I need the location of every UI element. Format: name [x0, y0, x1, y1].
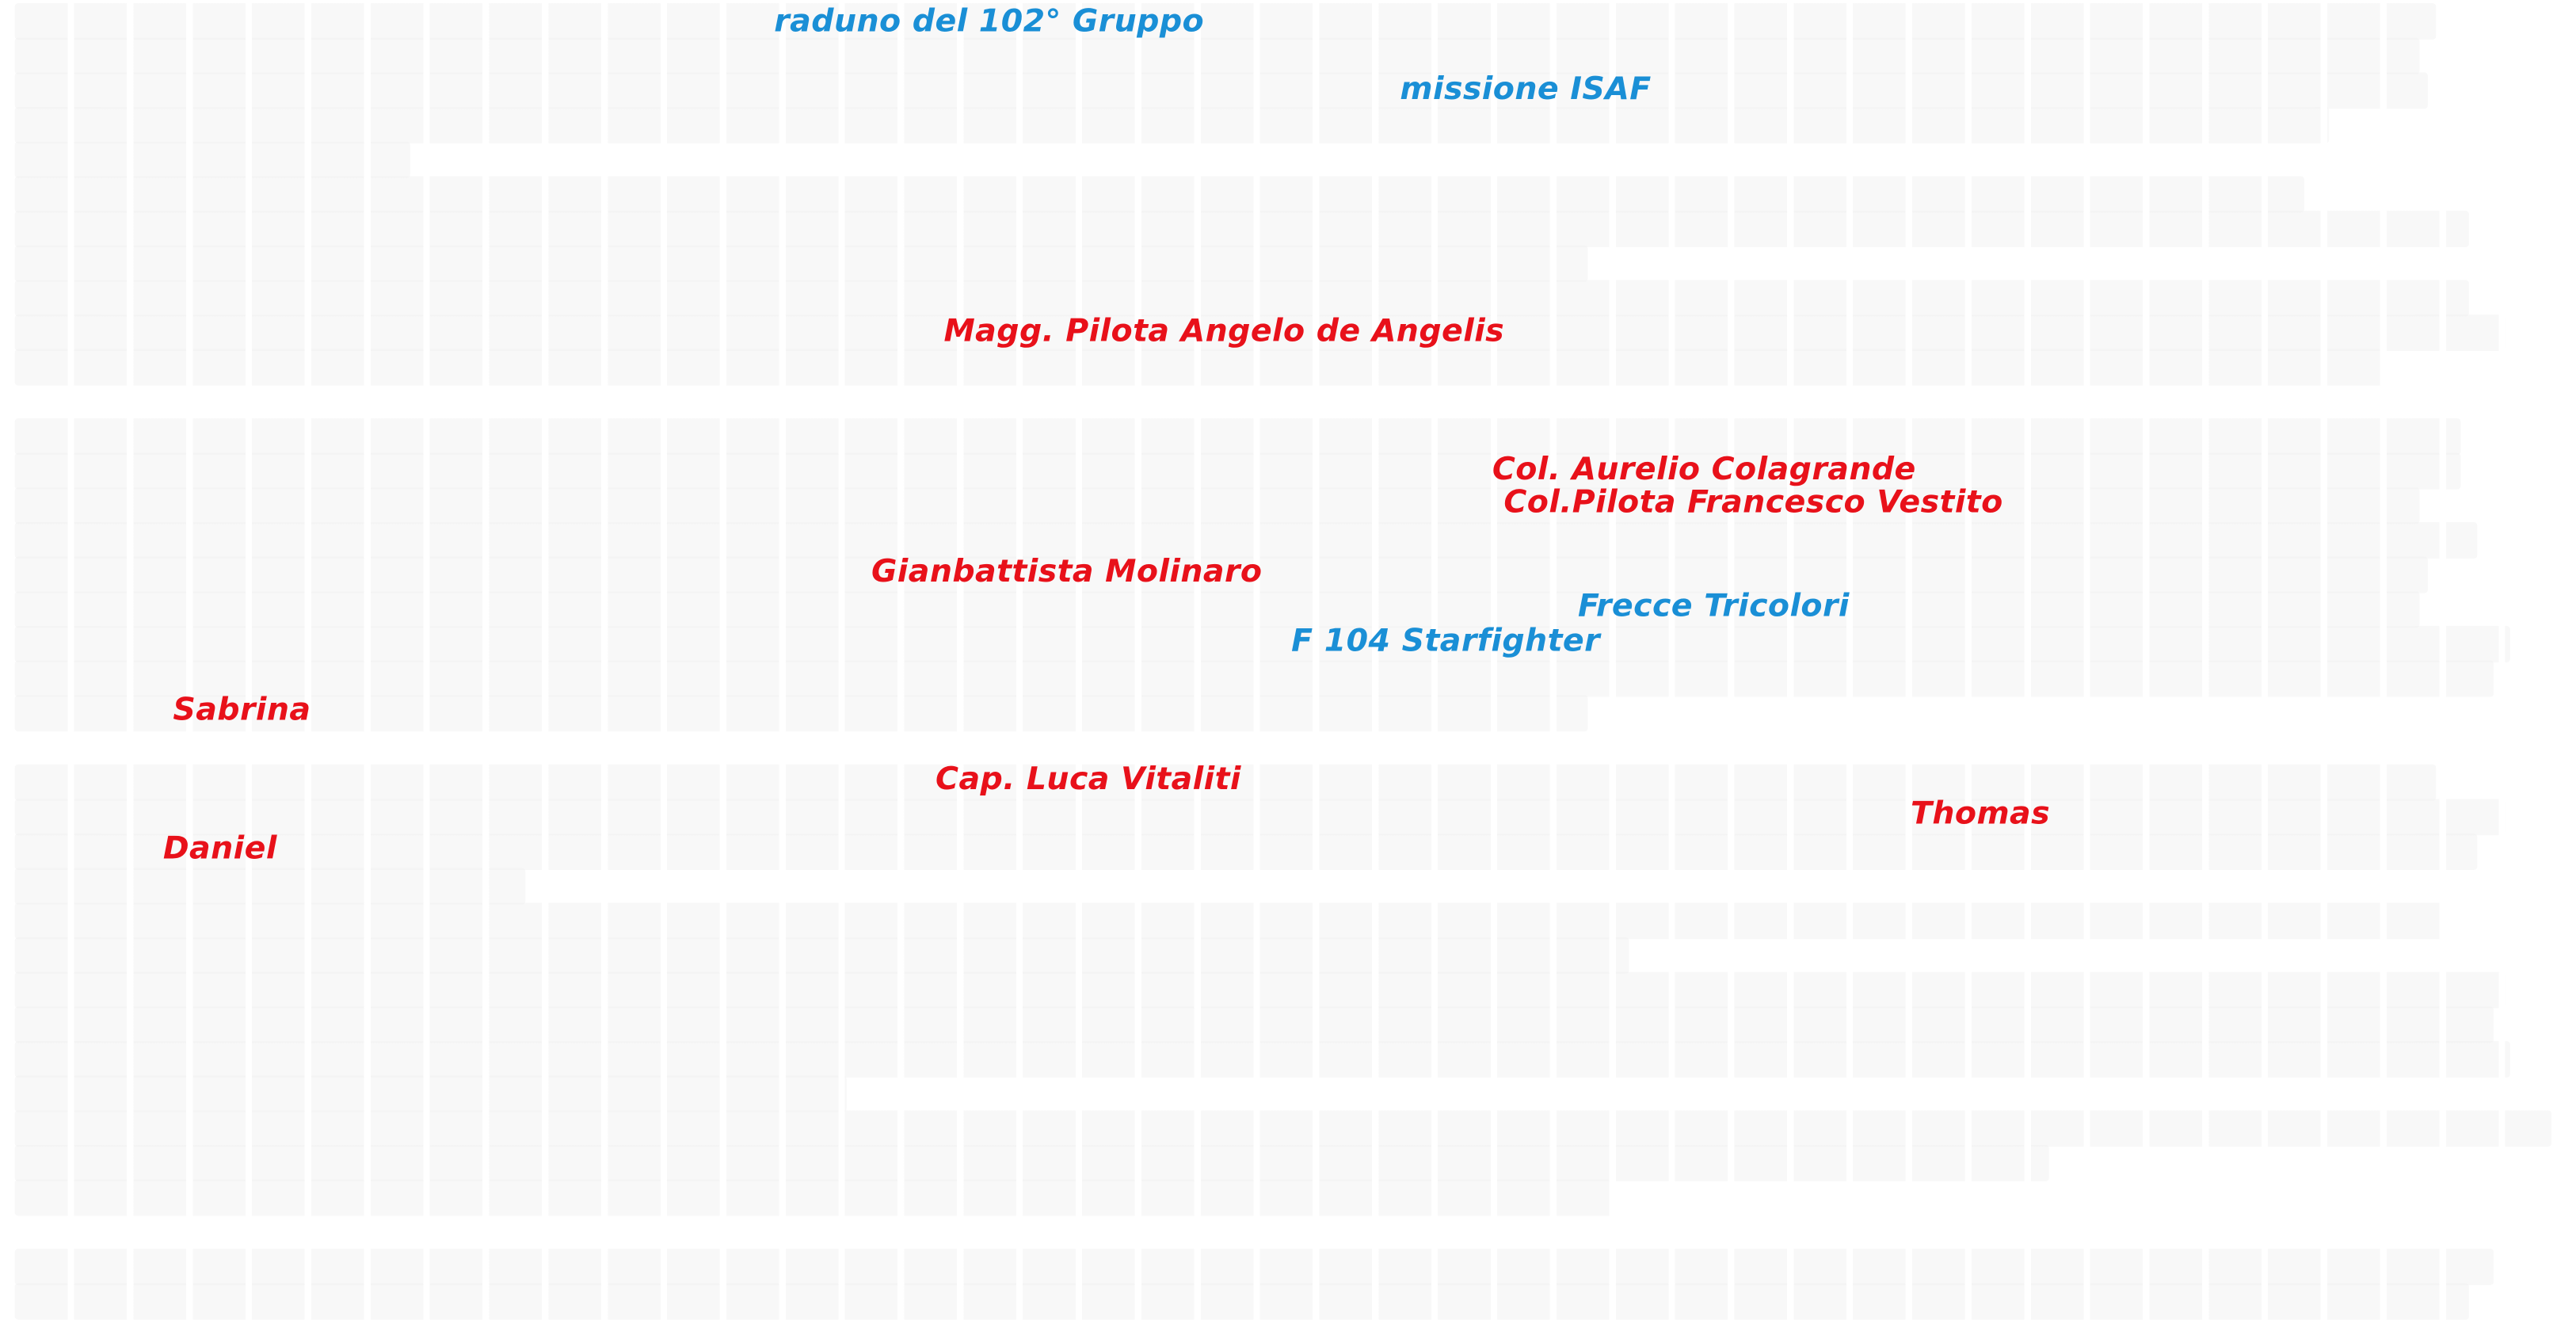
faded-text-line	[14, 487, 2420, 525]
faded-text-line	[14, 1283, 2469, 1320]
faded-text-line	[14, 3, 2437, 40]
faded-text-line	[14, 1041, 2510, 1078]
faded-text-line	[14, 868, 526, 905]
faded-text-line	[14, 107, 2330, 143]
faded-text-line	[14, 1006, 2494, 1043]
name-sabrina: Sabrina	[173, 692, 311, 729]
name-col-colagrande: Col. Aurelio Colagrande	[1492, 451, 1916, 488]
faded-text-line	[14, 1075, 847, 1112]
faded-text-line	[14, 349, 2384, 386]
name-cap-vitaliti: Cap. Luca Vitaliti	[936, 761, 1241, 798]
faded-text-line	[14, 211, 2469, 247]
faded-text-line	[14, 971, 2506, 1009]
name-col-vestito: Col.Pilota Francesco Vestito	[1503, 484, 2003, 521]
faded-text-line	[14, 660, 2494, 697]
link-missione-isaf[interactable]: missione ISAF	[1400, 71, 1652, 108]
faded-text-line	[14, 591, 2420, 628]
faded-text-line	[14, 522, 2478, 559]
faded-text-line	[14, 72, 2428, 109]
faded-text-line	[14, 626, 2510, 662]
faded-text-line	[14, 176, 2304, 213]
name-molinaro: Gianbattista Molinaro	[871, 553, 1263, 590]
faded-text-line	[14, 418, 2461, 455]
faded-text-line	[14, 937, 1629, 974]
name-magg-de-angelis: Magg. Pilota Angelo de Angelis	[943, 313, 1505, 349]
name-daniel: Daniel	[162, 830, 277, 867]
faded-text-line	[14, 834, 2478, 870]
link-raduno-102-gruppo[interactable]: raduno del 102° Gruppo	[774, 3, 1205, 40]
faded-text-line	[14, 315, 2506, 351]
faded-text-line	[14, 902, 2445, 940]
faded-text-line	[14, 764, 2437, 801]
link-f104-starfighter[interactable]: F 104 Starfighter	[1291, 622, 1601, 659]
faded-text-line	[14, 280, 2469, 317]
faded-text-line	[14, 37, 2420, 74]
faded-text-line	[14, 1145, 2049, 1181]
faded-text-line	[14, 1249, 2494, 1285]
faded-text-line	[14, 1179, 1613, 1216]
faded-text-line	[14, 245, 1588, 282]
link-frecce-tricolori[interactable]: Frecce Tricolori	[1577, 588, 1850, 625]
faded-text-line	[14, 695, 1588, 732]
faded-text-line	[14, 452, 2461, 490]
faded-text-line	[14, 556, 2428, 593]
faded-text-line	[14, 141, 410, 178]
name-thomas: Thomas	[1910, 795, 2051, 833]
faded-text-line	[14, 1110, 2551, 1147]
faded-text-line	[14, 799, 2506, 836]
